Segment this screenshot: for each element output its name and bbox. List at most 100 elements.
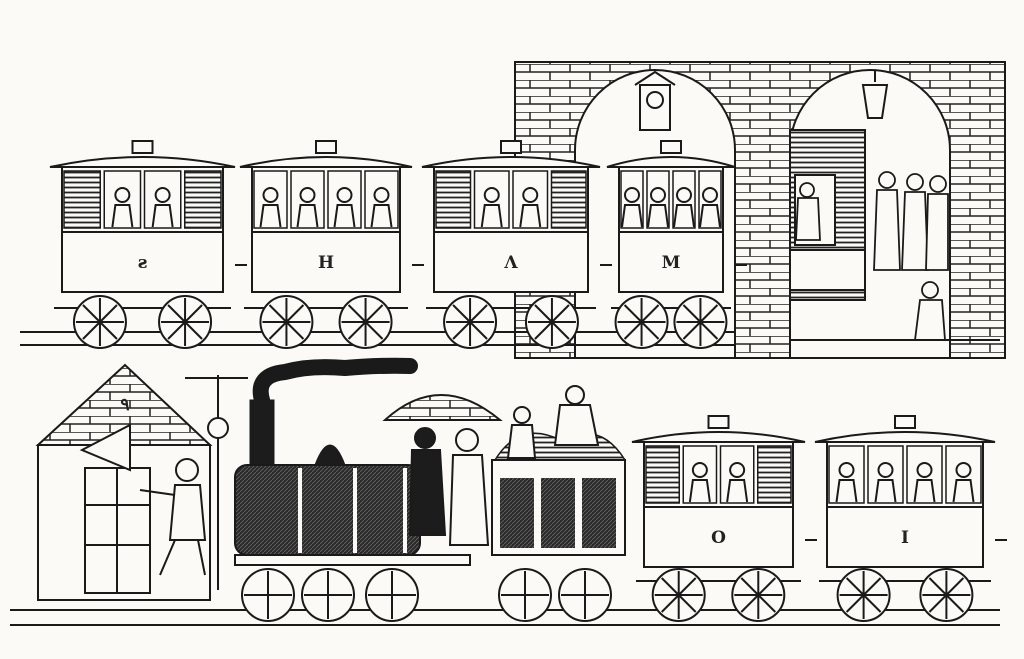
- wheel-spokes: [75, 298, 124, 346]
- carriage-label: O: [711, 528, 726, 548]
- passenger-head: [877, 462, 894, 478]
- carriage-label: H: [318, 253, 334, 273]
- signal-post: [185, 375, 248, 590]
- passenger-head: [650, 187, 666, 203]
- passenger-head: [483, 187, 500, 203]
- window: [645, 445, 680, 504]
- wheel-spokes: [446, 298, 495, 346]
- carriage-body: [618, 231, 724, 293]
- steam-dome: [314, 444, 346, 466]
- roof: [49, 156, 236, 168]
- carriage-body: [251, 231, 401, 293]
- roof: [606, 156, 736, 168]
- wheel-spokes: [368, 571, 416, 619]
- wheel-spokes: [304, 571, 352, 619]
- roof: [631, 431, 806, 443]
- wheel-spokes: [654, 571, 703, 619]
- passenger-head: [916, 462, 933, 478]
- roof-vent: [707, 415, 730, 429]
- passenger-body: [913, 479, 936, 503]
- carriage-label: M: [662, 253, 681, 273]
- carriage-body: [433, 231, 589, 293]
- passenger-head: [114, 187, 131, 203]
- wheel-spokes: [161, 298, 210, 346]
- cab-canopy: [382, 394, 503, 421]
- passenger-body: [726, 479, 749, 503]
- house-mark: ٩: [120, 395, 129, 415]
- wheel-spokes: [262, 298, 311, 346]
- wheel-spokes: [341, 298, 390, 346]
- passenger-head: [729, 462, 746, 478]
- wheel-spokes: [839, 571, 888, 619]
- passenger-body: [688, 479, 711, 503]
- passenger-body: [519, 204, 542, 228]
- house: ٩: [35, 363, 213, 601]
- carriage-body: [826, 506, 984, 568]
- wheel-spokes: [676, 298, 725, 346]
- roof-vent: [660, 140, 682, 154]
- guard-figure: [139, 458, 207, 576]
- passenger-head: [676, 187, 692, 203]
- carriage-body: [643, 506, 794, 568]
- window: [184, 170, 222, 229]
- carriage-body: [61, 231, 224, 293]
- passenger-body: [480, 204, 503, 228]
- wheel-spokes: [561, 571, 609, 619]
- passenger-body: [952, 479, 975, 503]
- clock-tower: [634, 70, 676, 131]
- passenger-body: [647, 204, 669, 228]
- passenger-head: [691, 462, 708, 478]
- carriage: M: [606, 140, 747, 349]
- passenger-body: [370, 204, 393, 228]
- passenger-head: [624, 187, 640, 203]
- roof: [421, 156, 601, 168]
- wheel-spokes: [617, 298, 666, 346]
- roof-vent: [131, 140, 154, 154]
- wheel-spokes: [734, 571, 783, 619]
- carriage: I: [814, 415, 1007, 622]
- window: [550, 170, 587, 229]
- passenger-body: [111, 204, 134, 228]
- passenger-body: [673, 204, 695, 228]
- smoke: [252, 357, 418, 473]
- boiler: [234, 464, 421, 556]
- platform-figures: [795, 171, 949, 341]
- passenger-body: [621, 204, 643, 228]
- passenger-body: [151, 204, 174, 228]
- wheel-spokes: [922, 571, 971, 619]
- wheel-spokes: [244, 571, 292, 619]
- window: [435, 170, 472, 229]
- carriage-label: Λ: [503, 253, 518, 273]
- wheel-spokes: [501, 571, 549, 619]
- flag: [79, 423, 131, 472]
- passenger-head: [299, 187, 316, 203]
- passenger-head: [154, 187, 171, 203]
- carriage-label: I: [901, 528, 909, 548]
- roof-vent: [894, 415, 916, 429]
- carriage: O: [631, 415, 817, 622]
- hanging-lantern: [861, 70, 889, 119]
- passenger-head: [373, 187, 390, 203]
- passenger-body: [333, 204, 356, 228]
- roof: [814, 431, 996, 443]
- passenger-head: [522, 187, 539, 203]
- carriage: H: [239, 140, 424, 349]
- wheel-spokes: [527, 298, 576, 346]
- window: [63, 170, 101, 229]
- passenger-head: [955, 462, 972, 478]
- roof: [239, 156, 413, 168]
- carriage: ƨ: [49, 140, 247, 349]
- passenger-head: [702, 187, 718, 203]
- roof-vent: [315, 140, 337, 154]
- passenger-body: [259, 204, 282, 228]
- passenger-body: [296, 204, 319, 228]
- roof-vent: [500, 140, 522, 154]
- passenger-head: [336, 187, 353, 203]
- tender: [491, 385, 627, 556]
- passenger-body: [699, 204, 721, 228]
- passenger-head: [838, 462, 855, 478]
- passenger-head: [262, 187, 279, 203]
- passenger-body: [874, 479, 897, 503]
